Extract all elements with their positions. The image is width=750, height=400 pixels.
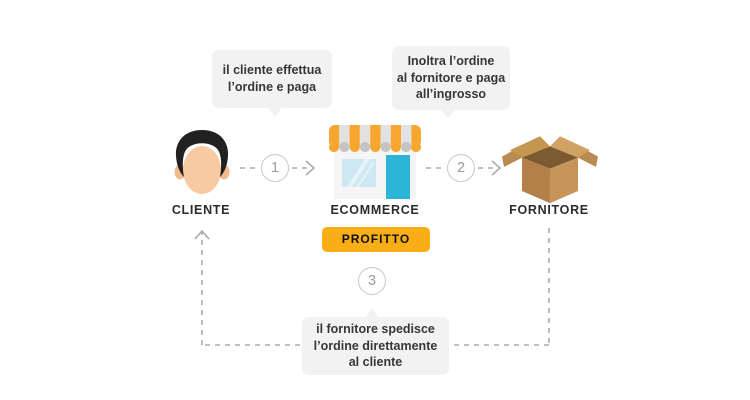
step-number-3: 3 (367, 273, 377, 289)
step-circle-1: 1 (261, 154, 289, 182)
node-label-cliente: CLIENTE (171, 203, 231, 217)
profit-badge: PROFITTO (322, 227, 430, 252)
step-circle-2: 2 (447, 154, 475, 182)
bubble-tail (441, 109, 455, 119)
speech-bubble-step-2: Inoltra l’ordine al fornitore e paga all… (392, 46, 510, 119)
bubble-tail (268, 107, 282, 117)
step-number-1: 1 (270, 160, 280, 176)
bubble-tail (365, 308, 379, 318)
step-number-2: 2 (456, 160, 466, 176)
person-face-icon (174, 130, 230, 194)
node-label-ecommerce: ECOMMERCE (330, 203, 420, 217)
step-circle-3: 3 (358, 267, 386, 295)
storefront-icon (329, 125, 421, 199)
node-label-fornitore: FORNITORE (509, 203, 589, 217)
bubble-step-1-text: il cliente effettua l’ordine e paga (222, 63, 322, 94)
bubble-step-3-text: il fornitore spedisce l’ordine direttame… (313, 321, 438, 370)
speech-bubble-step-3: il fornitore spedisce l’ordine direttame… (302, 308, 449, 375)
open-box-icon (502, 136, 598, 204)
bubble-step-2-text: Inoltra l’ordine al fornitore e paga all… (396, 53, 506, 102)
speech-bubble-step-1: il cliente effettua l’ordine e paga (212, 50, 332, 117)
